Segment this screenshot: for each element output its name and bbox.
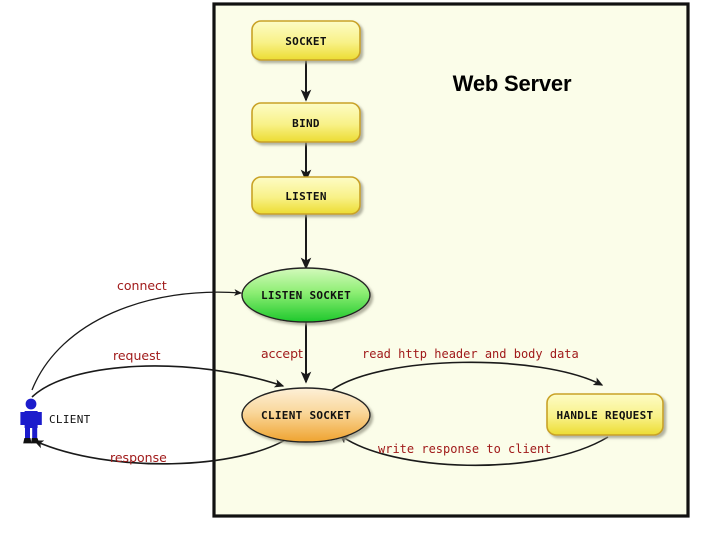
node-socket-label: SOCKET — [285, 35, 327, 48]
edge-response-curve — [33, 436, 291, 465]
edge-label-write-response: write response to client — [378, 442, 551, 456]
edge-label-request: request — [113, 348, 161, 363]
node-handle-request-label: HANDLE REQUEST — [557, 409, 654, 422]
client-actor-label: CLIENT — [49, 413, 91, 426]
node-listen-socket-label: LISTEN SOCKET — [261, 289, 351, 302]
edge-connect-curve — [31, 289, 243, 391]
web-server-title: Web Server — [453, 71, 572, 96]
edge-label-connect: connect — [117, 278, 167, 293]
node-bind[interactable]: BIND — [251, 102, 361, 143]
edge-label-read-http: read http header and body data — [362, 347, 579, 361]
node-socket[interactable]: SOCKET — [251, 20, 361, 61]
edge-label-response: response — [110, 450, 167, 465]
person-icon — [20, 398, 42, 444]
node-client-socket[interactable]: CLIENT SOCKET — [241, 387, 371, 443]
node-listen-socket[interactable]: LISTEN SOCKET — [241, 267, 371, 323]
edge-read-http-curve — [331, 361, 604, 391]
edge-request-curve — [31, 365, 285, 398]
edge-label-accept: accept — [261, 346, 303, 361]
client-actor[interactable]: CLIENT — [20, 398, 91, 444]
node-handle-request[interactable]: HANDLE REQUEST — [546, 393, 664, 436]
node-bind-label: BIND — [292, 117, 320, 130]
node-listen[interactable]: LISTEN — [251, 176, 361, 215]
node-client-socket-label: CLIENT SOCKET — [261, 409, 351, 422]
node-listen-label: LISTEN — [285, 190, 327, 203]
edge-write-response-curve — [338, 434, 609, 467]
